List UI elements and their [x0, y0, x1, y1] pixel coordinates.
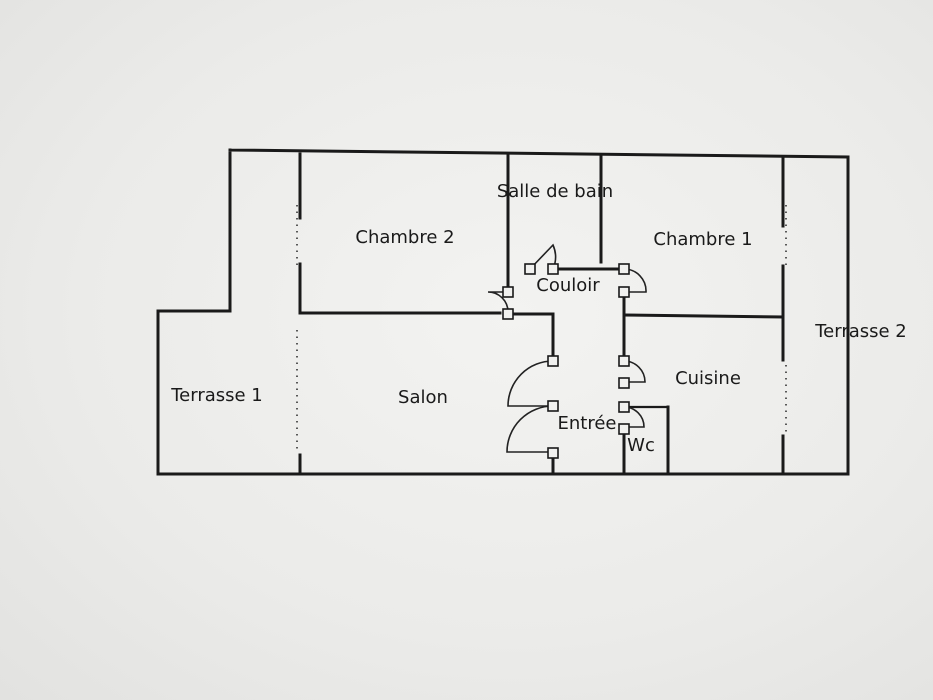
room-label-salon: Salon: [398, 387, 448, 408]
hinge: [547, 447, 559, 459]
hinge: [547, 263, 559, 275]
room-label-salle-de-bain: Salle de bain: [497, 181, 613, 202]
door-swing-entree: [506, 405, 554, 453]
hinge: [618, 377, 630, 389]
room-labels: Salle de bain Chambre 2 Chambre 1 Couloi…: [170, 181, 907, 456]
room-label-entree: Entrée: [558, 413, 617, 434]
door-swing-salon: [507, 360, 554, 407]
room-label-terrasse-1: Terrasse 1: [170, 385, 263, 406]
outer-walls: [156, 148, 850, 476]
room-label-chambre-1: Chambre 1: [653, 229, 752, 250]
room-label-terrasse-2: Terrasse 2: [814, 321, 907, 342]
hinge: [502, 308, 514, 320]
hinge: [547, 355, 559, 367]
hinge: [618, 263, 630, 275]
hinge: [618, 355, 630, 367]
hinge: [502, 286, 514, 298]
hinge: [618, 401, 630, 413]
room-label-couloir: Couloir: [536, 275, 600, 296]
interior-walls: [298, 152, 785, 476]
hinge: [618, 423, 630, 435]
hinge: [547, 400, 559, 412]
room-label-chambre-2: Chambre 2: [355, 227, 454, 248]
room-label-cuisine: Cuisine: [675, 368, 741, 389]
door-hinges: [502, 263, 630, 459]
room-label-wc: Wc: [627, 435, 655, 456]
wall-chambre1-cuisine: [622, 313, 785, 319]
window-openings: [296, 205, 787, 450]
hinge: [524, 263, 536, 275]
hinge: [618, 286, 630, 298]
